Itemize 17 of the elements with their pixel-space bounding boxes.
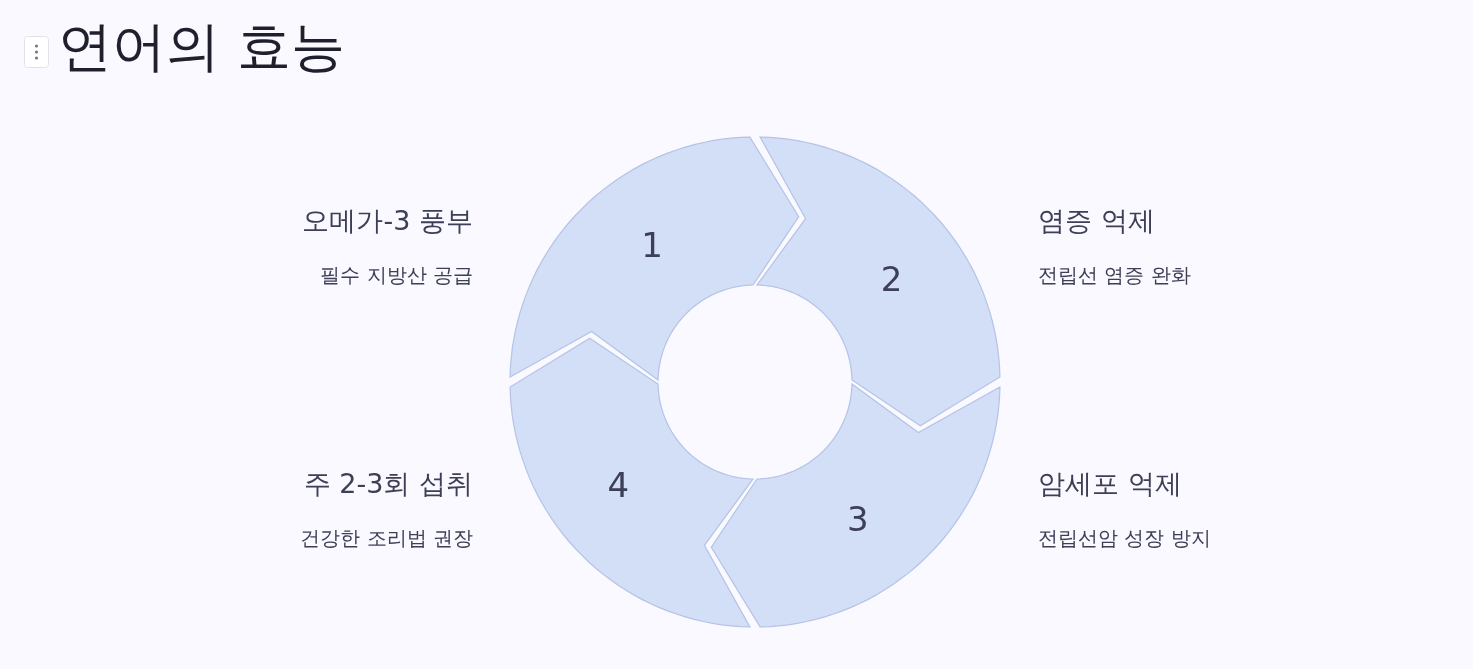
benefit-heading: 염증 억제	[1038, 204, 1155, 238]
benefit-heading: 주 2-3회 섭취	[303, 467, 473, 501]
ring-segment	[756, 136, 1001, 427]
benefit-description: 필수 지방산 공급	[320, 262, 473, 289]
ring-segment	[509, 337, 754, 628]
benefit-description: 전립선암 성장 방지	[1038, 525, 1211, 552]
ring-segment	[509, 136, 800, 381]
ring-segment	[710, 383, 1001, 628]
segment-number: 4	[606, 464, 631, 505]
benefit-description: 건강한 조리법 권장	[300, 525, 473, 552]
segment-number: 3	[846, 498, 870, 539]
title: 연어의 효능	[58, 14, 346, 80]
benefit-description: 전립선 염증 완화	[1038, 262, 1191, 289]
benefit-heading: 암세포 억제	[1038, 467, 1182, 501]
benefit-heading: 오메가-3 풍부	[302, 204, 473, 238]
segment-number: 2	[879, 259, 904, 300]
segment-number: 1	[640, 225, 664, 266]
